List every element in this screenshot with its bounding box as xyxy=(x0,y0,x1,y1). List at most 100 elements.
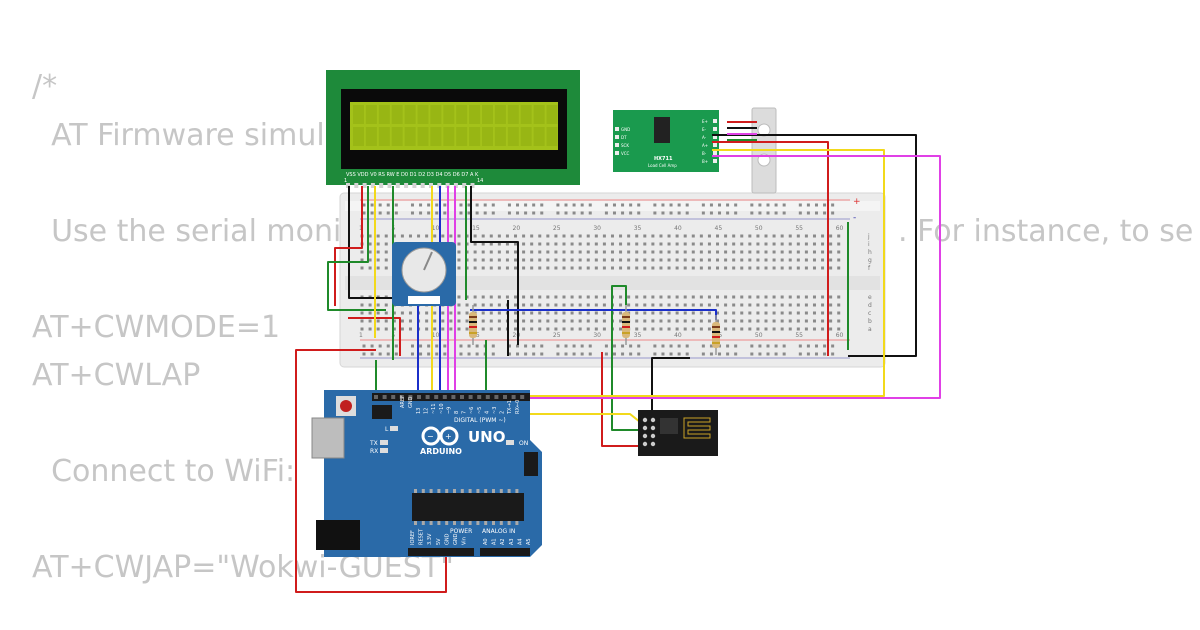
hx711-title: HX711 xyxy=(654,156,673,162)
hx711-right-pin-label: A+ xyxy=(702,143,708,148)
l-led-label: L xyxy=(385,426,389,433)
lcd-pin-first: 1 xyxy=(344,178,347,184)
breadboard-holes xyxy=(360,203,841,356)
column-number-top: 45 xyxy=(715,225,723,232)
code-line-cwlap: AT+CWLAP xyxy=(32,358,201,393)
esp01-chip xyxy=(660,418,678,434)
hx711-right-pins: E+E-A-A+B-B+ xyxy=(702,119,717,164)
wire-red-esp-vcc[interactable] xyxy=(601,352,640,447)
column-number-bottom: 50 xyxy=(755,332,763,339)
column-number-top: 20 xyxy=(513,225,521,232)
arduino-uno[interactable]: − + UNO ARDUINO DIGITAL (PWM ~) POWER AN… xyxy=(311,390,542,557)
code-line-firmware: AT Firmware simul xyxy=(32,118,325,153)
tx-led xyxy=(380,440,388,445)
digital-pin-label: ~3 xyxy=(492,407,498,414)
power-pin-label: RESET xyxy=(419,528,425,545)
resistor-2[interactable] xyxy=(622,305,630,345)
power-pin-label: IOREF xyxy=(410,530,416,545)
hx711-left-pin-label: DT xyxy=(621,135,627,140)
row-letter-bottom: c xyxy=(868,310,871,317)
wire-green-bb-jumper[interactable] xyxy=(611,285,627,305)
breadboard-top-rail xyxy=(345,201,880,211)
column-number-bottom: 25 xyxy=(553,332,561,339)
wire-red-lcd-vdd[interactable] xyxy=(334,186,363,306)
column-number-top: 15 xyxy=(472,225,480,232)
column-number-bottom: 1 xyxy=(359,332,363,339)
column-number-bottom: 30 xyxy=(593,332,601,339)
svg-text:+: + xyxy=(445,432,452,441)
row-letter-top: h xyxy=(868,249,872,256)
code-line-cwmode: AT+CWMODE=1 xyxy=(32,310,281,345)
digital-pin-label: 4 xyxy=(484,411,490,414)
lcd-display[interactable]: VSS VDD V0 RS RW E D0 D1 D2 D3 D4 D5 D6 … xyxy=(326,70,580,188)
hx711-right-pin-label: E- xyxy=(702,127,707,132)
column-number-bottom: 35 xyxy=(634,332,642,339)
column-number-top: 50 xyxy=(755,225,763,232)
hx711-left-pin-label: VCC xyxy=(621,151,630,156)
digital-pin-label: 7 xyxy=(462,411,468,414)
code-line-cwjap: AT+CWJAP="Wokwi-GUEST" xyxy=(32,550,454,585)
arduino-power-jack xyxy=(316,520,360,550)
digital-pin-label: ~11 xyxy=(431,403,437,414)
wire-magenta-hx-sck[interactable] xyxy=(530,155,941,399)
potentiometer-pin-block xyxy=(408,296,440,304)
wire-black-lcd-vss[interactable] xyxy=(348,186,405,299)
arduino-mcu-chip xyxy=(412,493,524,521)
potentiometer[interactable] xyxy=(392,242,456,306)
digital-pin-label: 13 xyxy=(416,408,422,414)
rx-led-label: RX xyxy=(370,448,378,455)
wire-red-hx-vcc[interactable] xyxy=(712,141,829,356)
hx711-left-pin-label: SCK xyxy=(621,143,629,148)
row-letter-top: i xyxy=(868,241,870,248)
hx711-left-pin-label: GND xyxy=(621,127,630,132)
column-number-bottom: 60 xyxy=(836,332,844,339)
power-pin-label: 5V xyxy=(436,538,442,545)
row-letter-bottom: b xyxy=(868,318,872,325)
hx711-right-pin-label: B+ xyxy=(702,159,708,164)
wire-green-esp-ch[interactable] xyxy=(611,298,640,431)
resistor-3[interactable] xyxy=(712,315,720,355)
wire-black-lcd-k[interactable] xyxy=(470,186,519,345)
analog-pin-label: A0 xyxy=(483,538,489,545)
column-number-bottom: 10 xyxy=(432,332,440,339)
hx711-right-pin-label: B- xyxy=(702,151,707,156)
column-number-bottom: 20 xyxy=(513,332,521,339)
column-number-bottom: 55 xyxy=(795,332,803,339)
wire-black-hx-gnd[interactable] xyxy=(712,134,917,357)
row-letter-bottom: e xyxy=(868,294,872,301)
icsp-header-right xyxy=(524,452,538,476)
hx711-left-pins: GND DT SCK VCC xyxy=(615,127,630,156)
row-letter-top: f xyxy=(868,265,871,272)
aref-label: AREF xyxy=(400,395,406,408)
digital-pin-label: ~6 xyxy=(469,407,475,414)
power-pin-label: 3.3V xyxy=(427,533,433,545)
potentiometer-indicator xyxy=(423,251,433,271)
code-line-serial-monitor: Use the serial moni xyxy=(32,214,342,249)
esp01-module[interactable] xyxy=(638,410,718,456)
resistor-1[interactable] xyxy=(469,305,477,345)
column-number-bottom: 40 xyxy=(674,332,682,339)
digital-pin-label: 2 xyxy=(500,411,506,414)
on-led xyxy=(506,440,514,445)
reset-button[interactable] xyxy=(340,400,352,412)
hx711-subtitle: Load Cell Amp xyxy=(648,163,677,168)
wire-red-bb-rail[interactable] xyxy=(348,317,401,356)
digital-pin-label: 8 xyxy=(454,411,460,414)
power-header xyxy=(408,548,474,556)
arduino-model-label: UNO xyxy=(468,428,506,446)
analog-pin-label: A5 xyxy=(526,538,532,545)
row-letter-top: g xyxy=(868,257,872,264)
digital-header-holes xyxy=(374,395,525,399)
svg-text:−: − xyxy=(427,432,434,441)
digital-label: DIGITAL (PWM ~) xyxy=(454,417,506,424)
analog-header xyxy=(480,548,530,556)
arduino-logo: − + xyxy=(421,426,459,446)
analog-pin-label: A4 xyxy=(517,538,523,545)
wire-yellow-hx-dt[interactable] xyxy=(520,149,885,397)
wire-red-arduino-5v[interactable] xyxy=(295,349,447,593)
wire-green-lcd-v0[interactable] xyxy=(327,186,386,311)
